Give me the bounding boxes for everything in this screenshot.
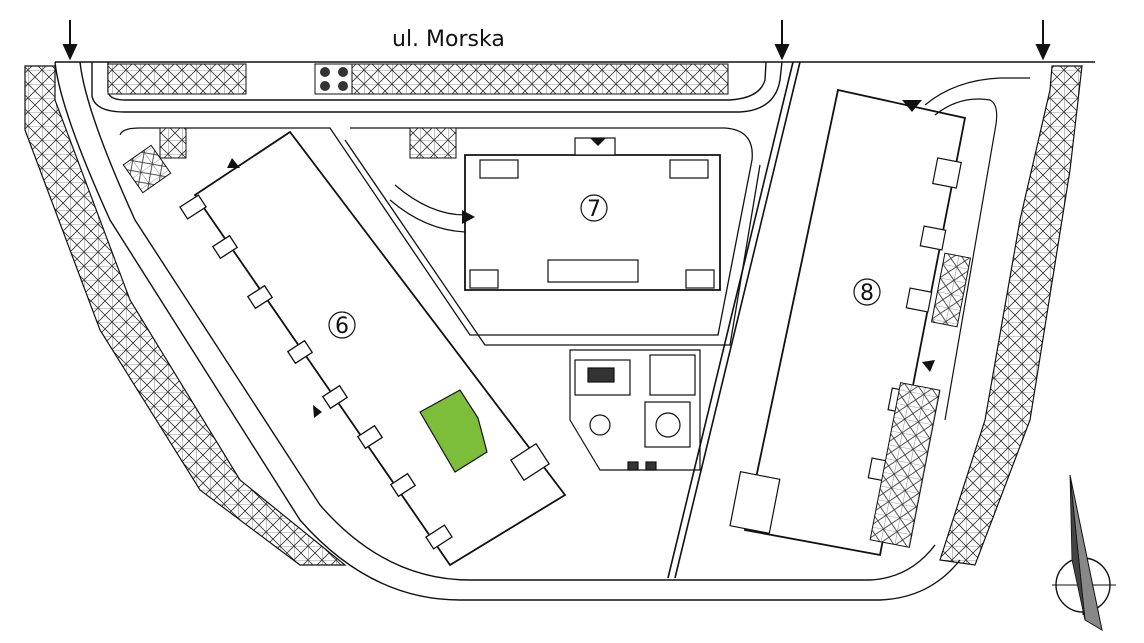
entrance-arrow-icon xyxy=(62,20,1051,61)
parking-spots xyxy=(122,127,457,194)
building-8: 8 xyxy=(729,88,972,557)
entrance-arrow-icon xyxy=(227,158,240,168)
building-7-label: 7 xyxy=(587,197,601,222)
left-green-strip xyxy=(24,65,347,566)
highlighted-unit[interactable] xyxy=(419,389,488,473)
parking-row xyxy=(107,63,729,95)
compass-north-arrow-icon xyxy=(1052,474,1116,632)
site-road xyxy=(54,61,961,601)
divider-road xyxy=(667,61,801,579)
parking-spots-8 xyxy=(930,252,972,328)
parking-spots-8b xyxy=(869,382,941,548)
access-path-7 xyxy=(389,184,466,233)
courtyard-boundary xyxy=(119,127,761,346)
access-road-8 xyxy=(924,77,1030,421)
building-6: 6 xyxy=(179,130,567,567)
building-8-label: 8 xyxy=(860,281,874,306)
building-6-label: 6 xyxy=(335,314,349,339)
playground-icon xyxy=(569,349,701,471)
street-name: ul. Morska xyxy=(392,27,505,52)
building-7: 7 xyxy=(462,137,721,291)
